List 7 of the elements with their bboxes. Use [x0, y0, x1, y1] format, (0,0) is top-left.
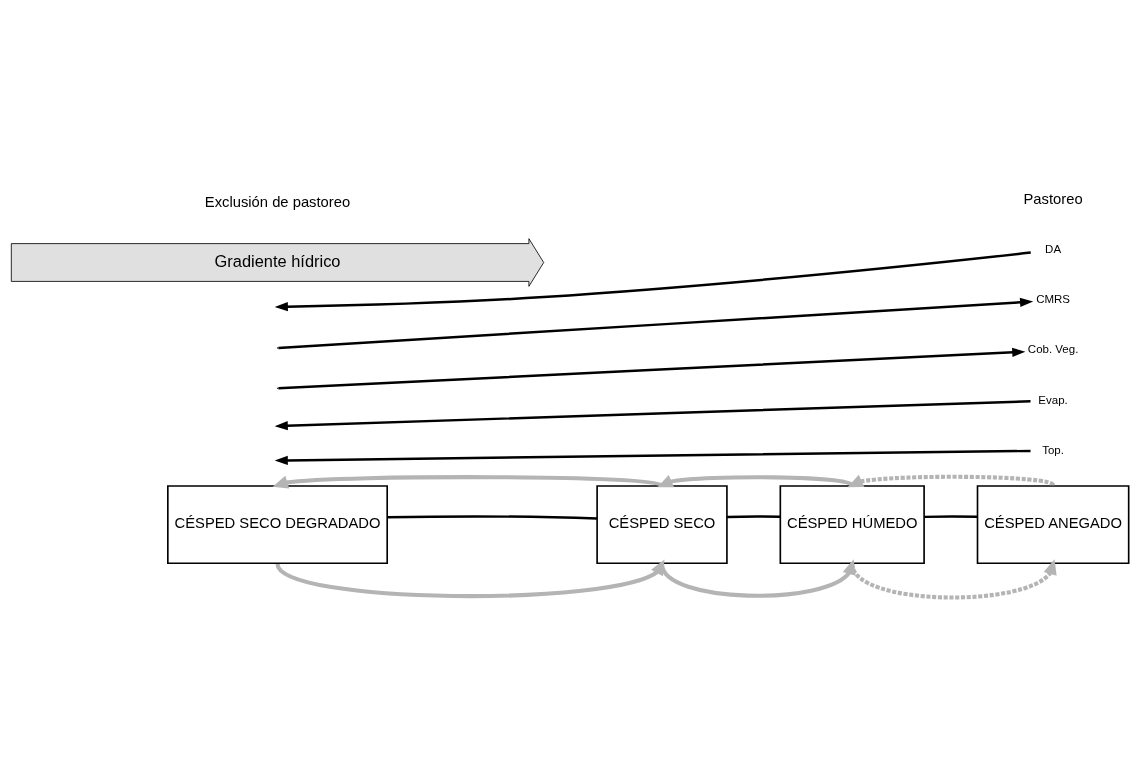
node-text: Top.	[1042, 443, 1064, 456]
node-text: DA	[1045, 242, 1062, 255]
label: Pastoreo	[1023, 190, 1083, 207]
node-text: CMRS	[1036, 292, 1071, 305]
label: Exclusión de pastoreo	[204, 193, 351, 210]
node-text: Cob. Veg.	[1027, 342, 1079, 355]
node-text: Evap.	[1038, 393, 1068, 406]
